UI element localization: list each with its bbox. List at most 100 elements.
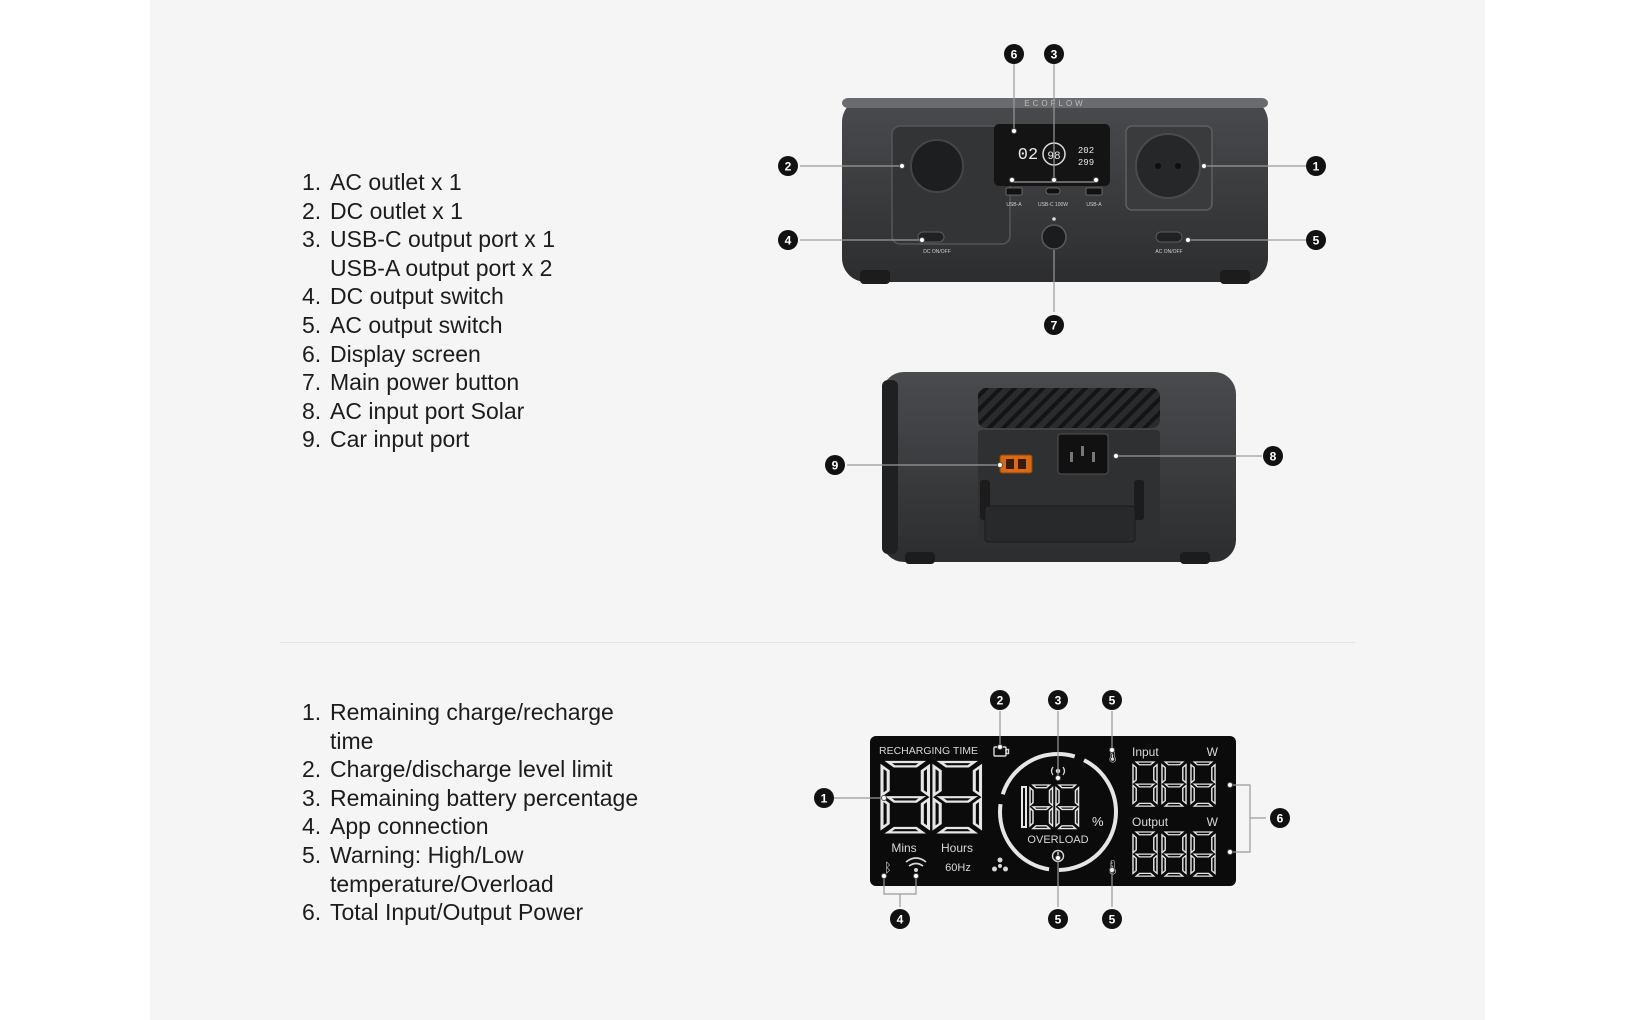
brand-logo: ECOFLOW [1024,99,1085,108]
svg-text:4: 4 [785,234,792,248]
device-front-top-edge [842,98,1268,108]
callout-lcd-5-bottom-right: 5 [1102,909,1122,929]
legend-item-number: 8. [302,397,322,424]
usb-c-port[interactable] [1045,187,1061,195]
hours-label: Hours [941,841,973,855]
svg-text:3: 3 [1055,694,1062,708]
svg-text:5: 5 [1313,234,1320,248]
output-watt-unit: W [1207,815,1219,829]
legend-item: 1.AC outlet x 1 [302,168,555,197]
legend-item: 5.AC output switch [302,311,555,340]
legend-item-text: Charge/discharge level limit [330,756,613,783]
callout-device-9: 9 [825,455,845,475]
legend-item: 8.AC input port Solar [302,397,555,426]
legend-item-number: 3. [302,784,322,811]
svg-text:8: 8 [1270,450,1277,464]
legend-item: 3. Remaining battery percentage [302,784,638,813]
ac-switch[interactable] [1155,231,1183,243]
mini-display-input: 202 [1078,146,1094,156]
ac-input-pin-1 [1070,452,1073,462]
percent-sign: % [1092,814,1104,829]
svg-text:6: 6 [1011,48,1018,62]
callout-device-2: 2 [778,156,798,176]
legend-item-text: Total Input/Output Power [330,899,584,926]
frequency-label: 60Hz [945,862,971,874]
device-foot-left [860,270,890,284]
input-label: Input [1132,745,1159,759]
high-temp-icon: 🌡 [1104,748,1122,764]
legend-item-text: temperature/Overload [330,870,554,897]
fan-icon [992,857,1008,872]
legend-item-text: AC outlet x 1 [330,169,462,195]
vent-grille [978,388,1160,428]
usb-a-right-label: USB-A [1086,202,1102,208]
legend-item-text: Car input port [330,426,470,453]
callout-lcd-2: 2 [990,690,1010,710]
main-power-button[interactable] [1041,224,1067,250]
ac-outlet-pin-left [1155,163,1161,169]
svg-text:4: 4 [897,913,904,927]
legend-item-text: USB-C output port x 1 [330,226,555,253]
svg-text:5: 5 [1055,913,1062,927]
legend-item-number: 4. [302,813,322,840]
wireless-icon [1050,766,1066,776]
svg-text:5: 5 [1109,913,1116,927]
svg-text:6: 6 [1277,812,1284,826]
device-front: ECOFLOW DC ON/OFF 02 98 202 299 USB-A US… [842,98,1268,284]
percent-digits [1021,784,1080,830]
usb-c-label: USB-C 100W [1038,202,1068,208]
legend-item-text: Display screen [330,340,481,367]
section-divider [280,642,1355,643]
callout-lcd-3: 3 [1048,690,1068,710]
legend-item: 9. Car input port [302,425,555,454]
svg-text:7: 7 [1051,319,1058,333]
car-input-port[interactable] [999,454,1033,474]
lcd-display: RECHARGING TIME Mins Hours 60Hz ᛒ [870,736,1236,886]
ac-input-pin-2 [1081,446,1084,456]
device-foot-right [1220,270,1250,284]
legend-item-text: Warning: High/Low [330,841,524,868]
svg-text:2: 2 [997,694,1004,708]
callout-lcd-5-top: 5 [1102,690,1122,710]
svg-text:2: 2 [785,160,792,174]
legend-item-text: Remaining charge/recharge [330,699,614,725]
legend-item: 2.DC outlet x 1 [302,197,555,226]
overload-label: OVERLOAD [1027,834,1088,846]
lcd-leader-dots [881,744,1233,879]
legend-item-number: 6. [302,340,322,367]
input-watt-unit: W [1207,745,1219,759]
bluetooth-icon: ᛒ [884,861,892,876]
legend-item-number: 9. [302,426,322,453]
usb-a-right-port[interactable] [1085,187,1103,196]
dc-switch-label: DC ON/OFF [923,249,951,255]
svg-text:5: 5 [1109,694,1116,708]
mini-display-output: 299 [1078,158,1094,168]
callout-device-7: 7 [1044,315,1064,335]
legend-item: 7.Main power button [302,368,555,397]
legend-item-number: 6. [302,899,322,926]
legend-item: 6. Total Input/Output Power [302,898,638,927]
legend-item: 4. DC output switch [302,282,555,311]
legend-item-text: DC output switch [330,283,504,310]
ac-outlet[interactable] [1135,133,1201,199]
legend-item-number: 5. [302,841,322,868]
usb-a-left-port[interactable] [1005,187,1023,196]
callout-lcd-5-bottom-center: 5 [1048,909,1068,929]
legend-item-number: 4. [302,283,322,310]
legend-item-text: Remaining battery percentage [330,784,639,811]
legend-item-number: 3. [302,226,322,253]
svg-text:9: 9 [832,459,839,473]
legend-item: 4. App connection [302,812,638,841]
mins-label: Mins [891,841,916,855]
device-back-handle [882,380,898,554]
legend-item-text: App connection [330,813,489,840]
callout-lcd-1: 1 [814,788,834,808]
callout-device-4: 4 [778,230,798,250]
dc-outlet[interactable] [910,139,964,193]
device-leader-lines [800,64,1306,466]
callout-lcd-6: 6 [1270,808,1290,828]
